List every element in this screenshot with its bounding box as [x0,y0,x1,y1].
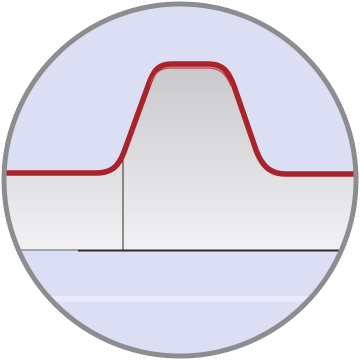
lower-band-highlight [4,296,356,302]
profile-outline-highlight [149,67,232,87]
profile-body [4,64,356,250]
profile-outline [4,61,356,177]
